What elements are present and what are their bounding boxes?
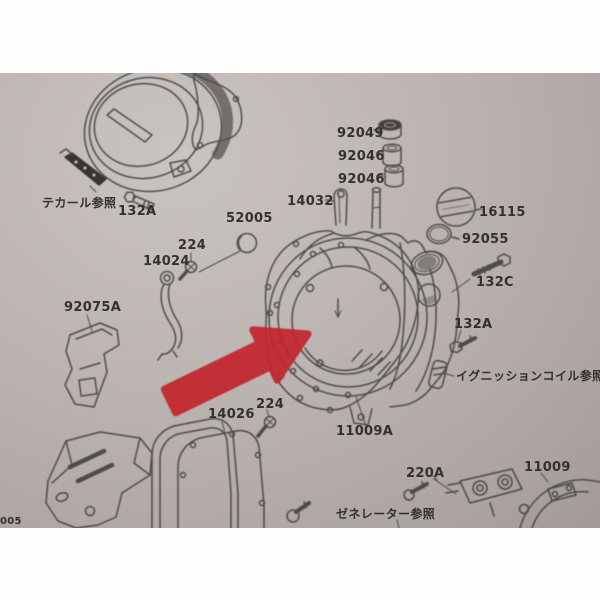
- part-label-16115: 16115: [479, 205, 526, 220]
- screw-224-bottom-drawing: [256, 409, 277, 438]
- gasket-11009-drawing: [518, 472, 600, 528]
- decal-strip-drawing: [59, 148, 107, 193]
- ignition-coil-part-drawing: [428, 359, 455, 390]
- finned-cover-drawing: [45, 431, 153, 528]
- ignition-coil-reference-label: イグニッションコイル参照: [456, 369, 600, 383]
- part-label-92055: 92055: [462, 232, 509, 247]
- damper-92075a-drawing: [64, 314, 120, 408]
- red-pointer-arrow: [160, 326, 312, 417]
- diagram-line-art: [45, 73, 600, 528]
- bolt-132c-drawing: [451, 253, 511, 293]
- part-label-92046-b: 92046: [338, 172, 385, 187]
- part-label-224-bottom: 224: [256, 397, 285, 412]
- generator-reference-label: ゼネレーター参照: [336, 507, 436, 521]
- bolt-132a-left-drawing: [123, 191, 155, 211]
- part-label-14026: 14026: [208, 407, 255, 422]
- part-label-220a: 220A: [406, 466, 445, 481]
- part-label-52005: 52005: [226, 211, 273, 226]
- parts-diagram-photo: 92049 92046 92046 14032 16115 92055 132C…: [0, 73, 600, 528]
- oil-cap-16115-drawing: [436, 187, 476, 227]
- cap-92049-drawing: [373, 119, 402, 140]
- part-label-11009: 11009: [524, 460, 571, 475]
- part-label-14032: 14032: [287, 194, 334, 209]
- cup-92046-b-drawing: [377, 164, 404, 188]
- bolt-bottom-center-drawing: [286, 501, 311, 523]
- part-label-132c: 132C: [476, 275, 514, 290]
- part-label-92075a: 92075A: [64, 300, 122, 315]
- points-cover-gasket-drawing: [191, 73, 243, 151]
- decal-reference-label: テカール参照: [42, 196, 117, 210]
- part-label-92046-a: 92046: [338, 149, 385, 164]
- part-label-11009a: 11009A: [336, 424, 394, 439]
- part-label-132a-left: 132A: [118, 204, 157, 219]
- part-label-224-mid: 224: [178, 238, 207, 253]
- cover-14026-drawing: [151, 417, 266, 528]
- part-label-14024: 14024: [143, 254, 190, 269]
- oring-92055-drawing: [426, 223, 460, 245]
- clutch-cover-drawing: [268, 186, 460, 427]
- grommet-52005-drawing: [198, 232, 258, 273]
- generator-leader-line: [396, 519, 400, 528]
- lever-14024-drawing: [157, 270, 183, 361]
- pickup-coil-drawing: [445, 468, 523, 517]
- screw-224-mid-drawing: [178, 252, 198, 281]
- part-label-132a-right: 132A: [454, 317, 493, 332]
- part-label-92049: 92049: [337, 126, 384, 141]
- partial-label-left-edge: 005: [0, 516, 22, 527]
- points-cover-drawing: [83, 73, 233, 193]
